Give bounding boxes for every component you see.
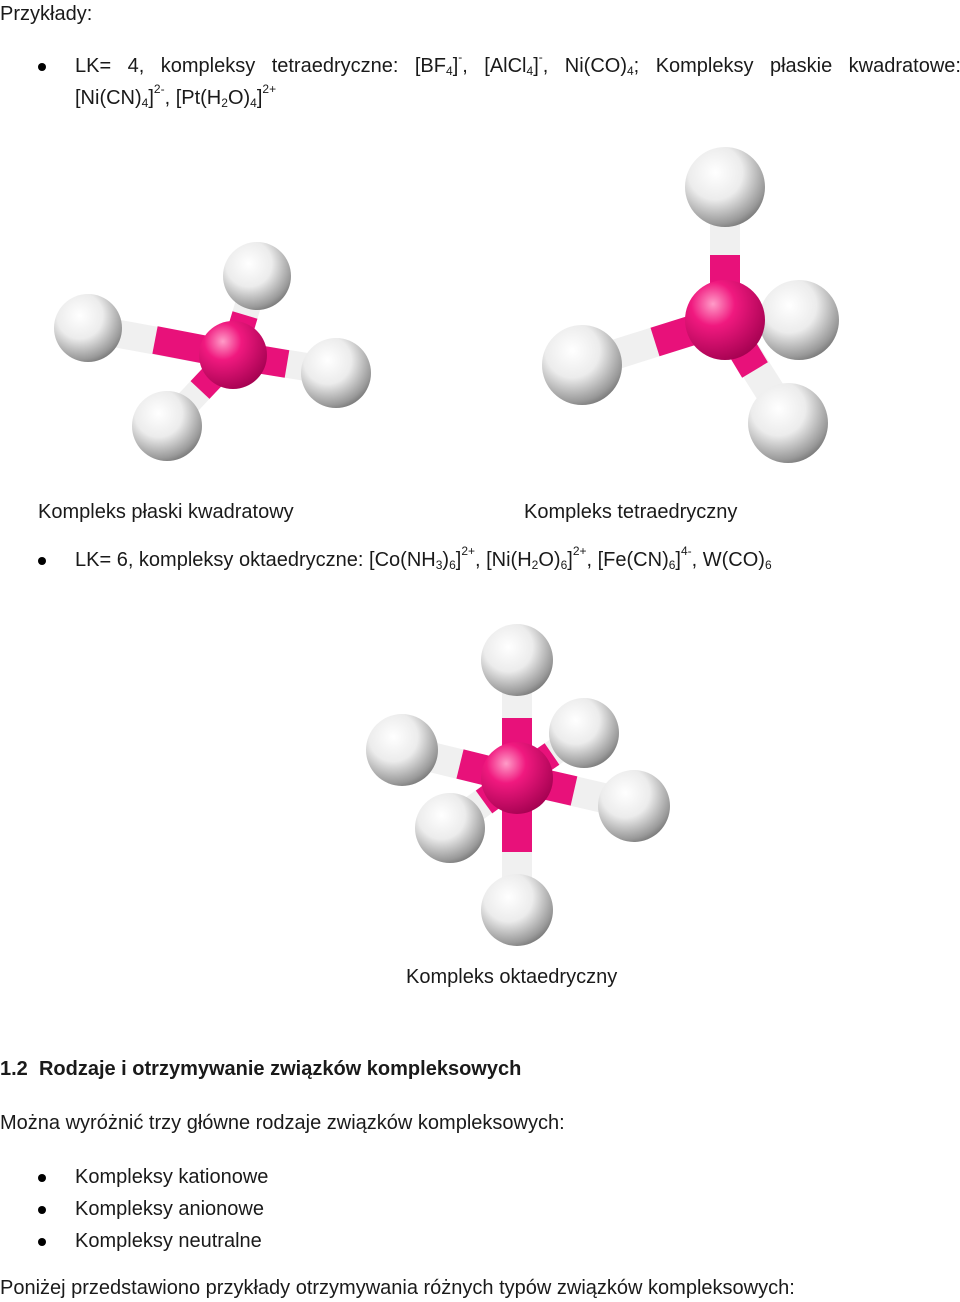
ligand-atom bbox=[549, 698, 619, 768]
lk4-word: Kompleksy bbox=[655, 55, 754, 77]
lk4-word: 4, bbox=[127, 55, 145, 77]
ligand-atom bbox=[759, 280, 839, 360]
caption-square-planar: Kompleks płaski kwadratowy bbox=[38, 501, 294, 523]
lk4-word: kwadratowe: bbox=[848, 55, 960, 77]
section-title: Rodzaje i otrzymywanie związków kompleks… bbox=[38, 1058, 522, 1080]
ligand-atom bbox=[748, 383, 828, 463]
ligand-atom bbox=[481, 874, 553, 946]
section-intro: Można wyróżnić trzy główne rodzaje związ… bbox=[0, 1112, 565, 1134]
bullet-icon bbox=[38, 63, 46, 71]
ligand-atom bbox=[542, 325, 622, 405]
ligand-atom bbox=[415, 793, 485, 863]
formula-alcl4: [AlCl4]-, bbox=[484, 50, 549, 78]
bullet-icon bbox=[38, 1238, 46, 1246]
ligand-atom bbox=[301, 338, 371, 408]
ligand-atom bbox=[223, 242, 291, 310]
lk4-word: LK= bbox=[75, 55, 112, 77]
tetrahedral-molecule bbox=[542, 147, 839, 463]
octahedral-molecule bbox=[366, 624, 670, 946]
list-item: Kompleksy neutralne bbox=[75, 1230, 262, 1252]
caption-octahedral: Kompleks oktaedryczny bbox=[406, 966, 618, 988]
list-item: Kompleksy anionowe bbox=[75, 1198, 264, 1220]
central-atom bbox=[199, 321, 267, 389]
lk6-line: LK= 6, kompleksy oktaedryczne: [Co(NH3)6… bbox=[75, 544, 772, 572]
square-planar-molecule bbox=[54, 242, 371, 461]
ligand-atom bbox=[366, 714, 438, 786]
lk4-word: kompleksy bbox=[160, 55, 256, 77]
list-item: Kompleksy kationowe bbox=[75, 1166, 269, 1188]
formula-nico4: Ni(CO)4; bbox=[564, 55, 640, 78]
section-heading: 1.2 Rodzaje i otrzymywanie związków komp… bbox=[0, 1057, 521, 1081]
ligand-atom bbox=[481, 624, 553, 696]
caption-tetrahedral: Kompleks tetraedryczny bbox=[524, 501, 738, 523]
lk4-word: płaskie bbox=[769, 55, 833, 77]
section-footer: Poniżej przedstawiono przykłady otrzymyw… bbox=[0, 1277, 795, 1299]
central-atom bbox=[481, 742, 553, 814]
examples-label: Przykłady: bbox=[0, 3, 93, 25]
central-atom bbox=[685, 280, 765, 360]
ligand-atom bbox=[132, 391, 202, 461]
lk4-line1: LK= 4, kompleksy tetraedryczne: [BF4]-, … bbox=[75, 50, 960, 78]
bullet-icon bbox=[38, 557, 46, 565]
formula-bf4: [BF4]-, bbox=[414, 50, 468, 78]
bullet-icon bbox=[38, 1206, 46, 1214]
section-number: 1.2 bbox=[0, 1058, 28, 1080]
ligand-atom bbox=[598, 770, 670, 842]
lk4-line2: [Ni(CN)4]2-, [Pt(H2O)4]2+ bbox=[75, 82, 277, 110]
ligand-atom bbox=[685, 147, 765, 227]
lk4-word: tetraedryczne: bbox=[271, 55, 399, 77]
bullet-icon bbox=[38, 1174, 46, 1182]
ligand-atom bbox=[54, 294, 122, 362]
